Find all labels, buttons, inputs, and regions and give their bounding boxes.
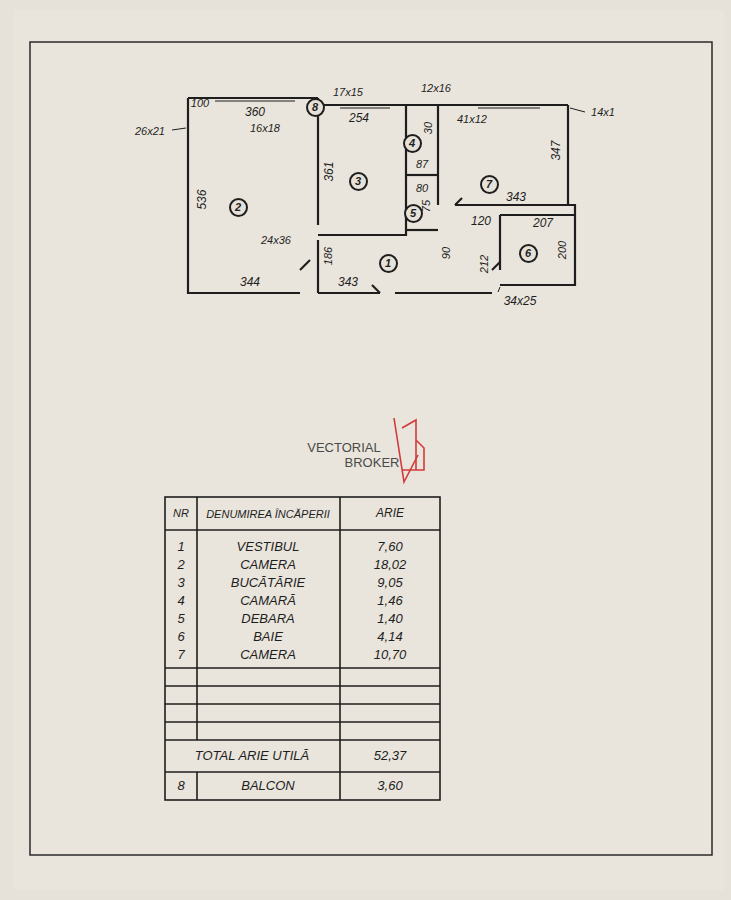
table-cell: BUCĂTĂRIE xyxy=(231,576,305,590)
dimension-label: 26x21 xyxy=(135,125,165,137)
room-number-circle: 4 xyxy=(403,134,422,153)
table-cell: VESTIBUL xyxy=(237,540,300,554)
table-cell: BALCON xyxy=(241,779,294,793)
dimension-label: 24x36 xyxy=(261,234,291,246)
table-header: DENUMIREA ÎNCĂPERII xyxy=(203,508,333,520)
dimension-label: 212 xyxy=(478,255,490,273)
watermark-text: BROKER xyxy=(345,456,400,470)
table-cell: TOTAL ARIE UTILĂ xyxy=(195,749,309,763)
table-cell: CAMERA xyxy=(240,648,296,662)
table-cell: 2 xyxy=(177,558,184,572)
table-cell: 10,70 xyxy=(374,648,407,662)
dimension-label: 30 xyxy=(422,122,434,134)
table-cell: 9,05 xyxy=(377,576,402,590)
table-cell: 4 xyxy=(177,594,184,608)
room-number: 2 xyxy=(235,202,241,213)
room-number: 7 xyxy=(486,179,492,190)
room-number: 1 xyxy=(385,258,391,269)
dimension-label: 80 xyxy=(416,182,428,194)
table-cell: 8 xyxy=(177,779,184,793)
dimension-label: 120 xyxy=(471,215,491,228)
walls xyxy=(188,98,575,293)
dimension-label: 17x15 xyxy=(333,86,363,98)
dimension-label: 360 xyxy=(245,106,265,119)
table-cell: DEBARA xyxy=(241,612,294,626)
table-cell: 1,40 xyxy=(377,612,402,626)
table-cell: BAIE xyxy=(253,630,283,644)
room-number-circle: 1 xyxy=(379,254,398,273)
watermark-logo xyxy=(394,418,424,482)
dimension-label: 347 xyxy=(550,141,563,161)
table-cell: 1 xyxy=(177,540,184,554)
dimension-label: 14x1 xyxy=(591,106,615,118)
table-cell: 6 xyxy=(177,630,184,644)
table-cell: 3,60 xyxy=(377,779,402,793)
table-header: ARIE xyxy=(376,507,404,520)
dimension-label: 34x25 xyxy=(504,295,537,308)
room-number: 3 xyxy=(355,176,361,187)
dimension-label: 12x16 xyxy=(421,82,451,94)
table-cell: 4,14 xyxy=(377,630,402,644)
table-cell: 3 xyxy=(177,576,184,590)
dimension-label: 41x12 xyxy=(457,113,487,125)
table-cell: 18,02 xyxy=(374,558,407,572)
table-cell: 5 xyxy=(177,612,184,626)
dimension-label: 536 xyxy=(196,190,209,210)
dimension-label: 186 xyxy=(322,247,334,265)
room-number-circle: 5 xyxy=(404,204,423,223)
leader-lines xyxy=(172,108,585,292)
dimension-label: 207 xyxy=(533,217,553,230)
room-number: 8 xyxy=(312,102,318,113)
room-number: 6 xyxy=(525,248,531,259)
dimension-label: 16x18 xyxy=(250,122,280,134)
dimension-label: 344 xyxy=(240,276,260,289)
room-number-circle: 8 xyxy=(306,98,325,117)
room-number-circle: 3 xyxy=(349,172,368,191)
dimension-label: 361 xyxy=(323,162,336,182)
room-number-circle: 7 xyxy=(480,175,499,194)
dimension-label: 90 xyxy=(440,247,452,259)
table-cell: 7 xyxy=(177,648,184,662)
room-number-circle: 6 xyxy=(519,244,538,263)
watermark-text: VECTORIAL xyxy=(307,441,380,455)
dimension-label: 75 xyxy=(420,200,432,212)
table-cell: 52,37 xyxy=(374,749,407,763)
dimension-label: 343 xyxy=(338,276,358,289)
room-number: 4 xyxy=(409,138,415,149)
room-number-circle: 2 xyxy=(229,198,248,217)
dimension-label: 343 xyxy=(506,191,526,204)
page-border xyxy=(30,42,712,855)
table-header: NR xyxy=(173,507,189,519)
dimension-label: 200 xyxy=(556,241,568,259)
table-cell: 1,46 xyxy=(377,594,402,608)
table-cell: 7,60 xyxy=(377,540,402,554)
dimension-label: 87 xyxy=(416,158,428,170)
dimension-label: 100 xyxy=(191,97,209,109)
table-grid xyxy=(165,497,440,800)
dimension-label: 254 xyxy=(349,112,369,125)
paper-sheet xyxy=(14,10,724,890)
table-cell: CAMERA xyxy=(240,558,296,572)
room-number: 5 xyxy=(410,208,416,219)
table-cell: CAMARĂ xyxy=(240,594,296,608)
